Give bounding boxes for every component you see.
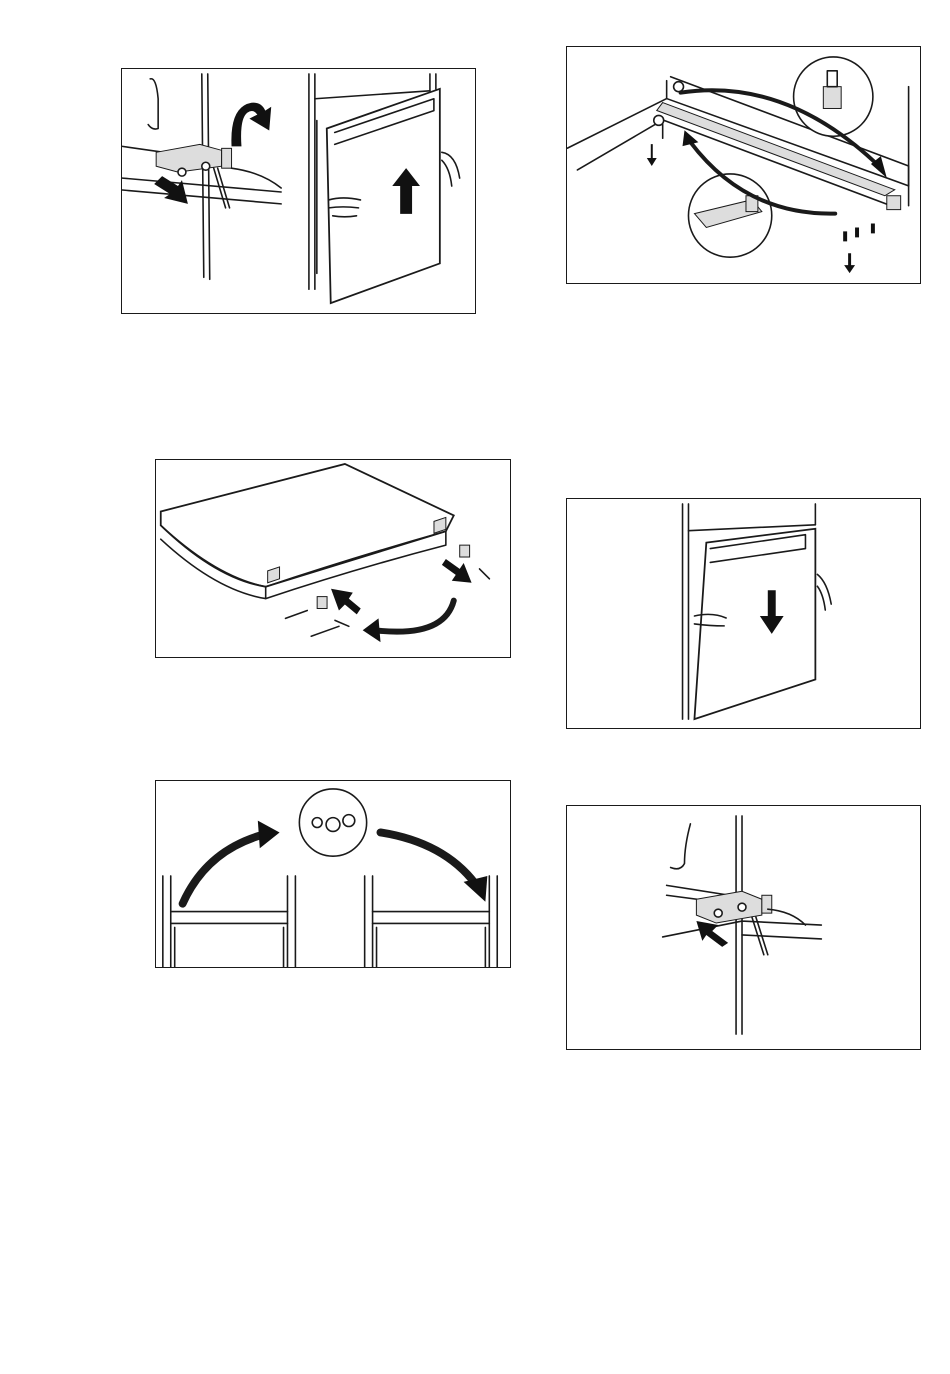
down-arrow-icon: [647, 144, 657, 166]
hand-icon: [817, 574, 831, 610]
curved-arrow-icon: [380, 832, 475, 883]
figure-lower-door: [566, 498, 921, 729]
lower-door-illustration: [567, 499, 920, 728]
door-panel: [161, 464, 454, 587]
bottom-hinge-illustration: [567, 47, 920, 283]
caps-detail-circle: [299, 789, 366, 856]
curved-arrow-icon: [375, 601, 454, 632]
insert-arrow-icon: [442, 559, 472, 583]
hinge-detail-circle: [688, 174, 771, 257]
figure-bottom-hinge-pin: [566, 46, 921, 284]
figure-refit-upper-hinge: [566, 805, 921, 1050]
figure-door-bushings: [155, 459, 511, 658]
fridge-door: [327, 89, 440, 303]
figure-cover-caps: [155, 780, 511, 968]
pull-arrow-icon: [154, 176, 188, 204]
door-bushings-illustration: [156, 460, 510, 657]
curved-arrow-icon: [183, 834, 264, 903]
hand-icon: [442, 152, 460, 186]
bushing-icon: [317, 597, 327, 609]
cover-caps-illustration: [156, 781, 510, 967]
curved-arrow-icon: [231, 103, 271, 147]
refit-hinge-illustration: [567, 806, 920, 1049]
bushing-icon: [460, 545, 470, 557]
down-arrow-icon: [844, 253, 855, 273]
figure-remove-upper-hinge: [121, 68, 476, 314]
hinge-removal-illustration: [122, 69, 475, 313]
insert-arrow-icon: [331, 589, 361, 615]
fridge-door: [694, 529, 815, 719]
pin-detail-circle: [794, 57, 873, 136]
